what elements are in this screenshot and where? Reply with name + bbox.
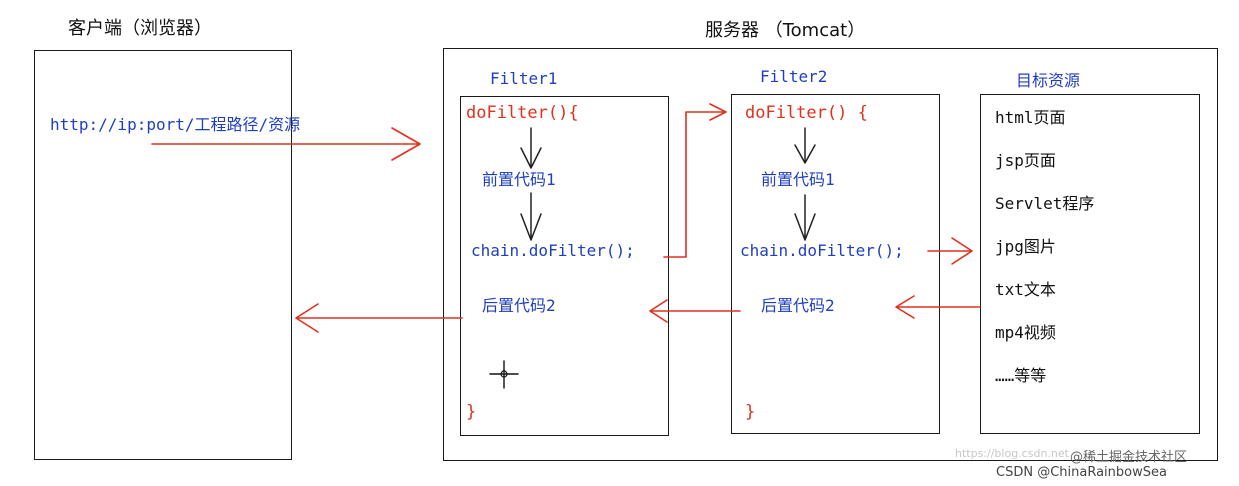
filter2-down-arrow-1 (794, 127, 816, 164)
filter2-box (731, 94, 940, 434)
filter2-close: } (745, 402, 756, 422)
target-title: 目标资源 (1016, 71, 1081, 90)
filter1-to-client-arrow (295, 303, 463, 333)
filter2-post: 后置代码2 (761, 296, 835, 315)
target-item: mp4视频 (995, 323, 1056, 342)
filter2-down-arrow-2 (794, 194, 816, 241)
filter1-post: 后置代码2 (482, 296, 556, 315)
filter1-close: } (466, 402, 477, 422)
target-item: jsp页面 (995, 151, 1056, 170)
filter1-chain: chain.doFilter(); (471, 241, 635, 260)
client-url: http://ip:port/工程路径/资源 (50, 115, 301, 134)
target-item: jpg图片 (995, 237, 1056, 256)
client-box (34, 50, 292, 460)
filter2-open: doFilter() { (745, 103, 868, 123)
filter2-to-filter1-arrow (649, 299, 741, 323)
target-item: ……等等 (995, 366, 1047, 385)
filter1-down-arrow-2 (520, 192, 542, 241)
target-item: html页面 (995, 108, 1066, 127)
client-title: 客户端（浏览器） (68, 18, 212, 39)
filter2-pre: 前置代码1 (761, 170, 835, 189)
filter1-open: doFilter(){ (466, 103, 579, 123)
watermark-line1: @稀土掘金技术社区 (1070, 450, 1188, 465)
request-arrow (151, 127, 421, 161)
filter1-down-arrow-1 (520, 127, 542, 169)
crosshair-center (500, 370, 508, 378)
target-item: txt文本 (995, 280, 1056, 299)
filter1-title: Filter1 (490, 69, 558, 88)
filter2-to-target-arrow (927, 237, 973, 265)
filter2-title: Filter2 (760, 67, 828, 86)
target-box (980, 94, 1200, 434)
filter1-box (460, 96, 669, 436)
server-box (443, 48, 1218, 461)
target-to-filter2-arrow (895, 295, 981, 319)
server-title: 服务器 （Tomcat） (705, 20, 866, 41)
filter2-chain: chain.doFilter(); (740, 241, 904, 260)
watermark-faint: https://blog.csdn.net (955, 447, 1069, 460)
filter1-pre: 前置代码1 (482, 170, 556, 189)
watermark-line2: CSDN @ChinaRainbowSea (996, 465, 1167, 480)
target-item: Servlet程序 (995, 194, 1095, 213)
crosshair-icon (489, 360, 519, 389)
filter1-to-filter2-arrow (663, 103, 727, 258)
